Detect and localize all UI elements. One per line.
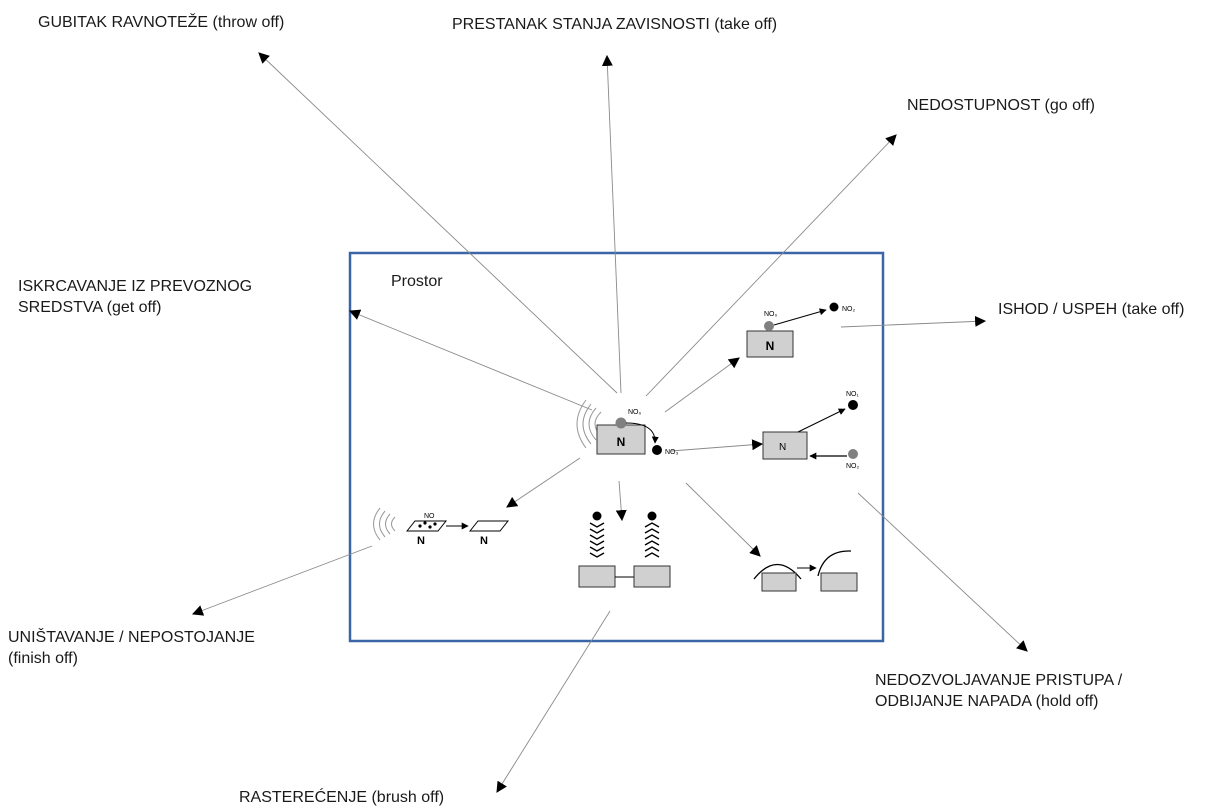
svg-text:N: N bbox=[417, 535, 425, 547]
svg-text:NO₃: NO₃ bbox=[665, 449, 679, 456]
arrow-take-off-success bbox=[841, 321, 985, 327]
arrow-get-off bbox=[350, 311, 592, 410]
central-node-label: N bbox=[617, 435, 626, 449]
svg-text:N: N bbox=[766, 339, 775, 353]
label-get-off: ISKRCAVANJE IZ PREVOZNOG SREDSTVA (get o… bbox=[18, 276, 252, 318]
svg-text:NO₀: NO₀ bbox=[628, 409, 642, 416]
arrow-take-off-dependence bbox=[607, 56, 621, 393]
node-arc-pair: NO N NO N bbox=[754, 551, 857, 591]
space-title: Prostor bbox=[391, 271, 443, 292]
node-take-off-success: N NO₀ NO₂ bbox=[747, 303, 856, 358]
svg-text:N: N bbox=[480, 535, 488, 547]
node-finish-off: NO N N bbox=[374, 508, 509, 547]
svg-text:NO: NO bbox=[424, 513, 435, 520]
svg-text:NO: NO bbox=[833, 567, 842, 573]
svg-text:NO₂: NO₂ bbox=[846, 463, 860, 470]
svg-text:NO₀: NO₀ bbox=[764, 311, 778, 318]
node-hold-off: N NO₁ NO₂ bbox=[763, 391, 860, 470]
svg-text:N: N bbox=[779, 442, 786, 453]
inner-arrows bbox=[507, 358, 762, 556]
label-hold-off: NEDOZVOLJAVANJE PRISTUPA / ODBIJANJE NAP… bbox=[875, 670, 1122, 712]
label-throw-off: GUBITAK RAVNOTEŽE (throw off) bbox=[38, 12, 284, 33]
label-brush-off: RASTEREĆENJE (brush off) bbox=[239, 787, 444, 808]
svg-text:NO₁: NO₁ bbox=[846, 391, 860, 398]
svg-text:NO: NO bbox=[771, 567, 780, 573]
svg-text:NO₂: NO₂ bbox=[842, 306, 856, 313]
label-go-off: NEDOSTUPNOST (go off) bbox=[907, 95, 1095, 116]
arrow-brush-off bbox=[497, 611, 610, 792]
arrow-throw-off bbox=[259, 53, 617, 393]
node-brush-off: N N bbox=[579, 512, 670, 588]
label-take-off-dependence: PRESTANAK STANJA ZAVISNOSTI (take off) bbox=[452, 14, 777, 35]
arrow-finish-off bbox=[193, 546, 372, 614]
label-take-off-success: ISHOD / USPEH (take off) bbox=[998, 299, 1184, 320]
central-node: N NO₀ NO₃ bbox=[577, 400, 679, 456]
label-finish-off: UNIŠTAVANJE / NEPOSTOJANJE (finish off) bbox=[8, 627, 255, 669]
